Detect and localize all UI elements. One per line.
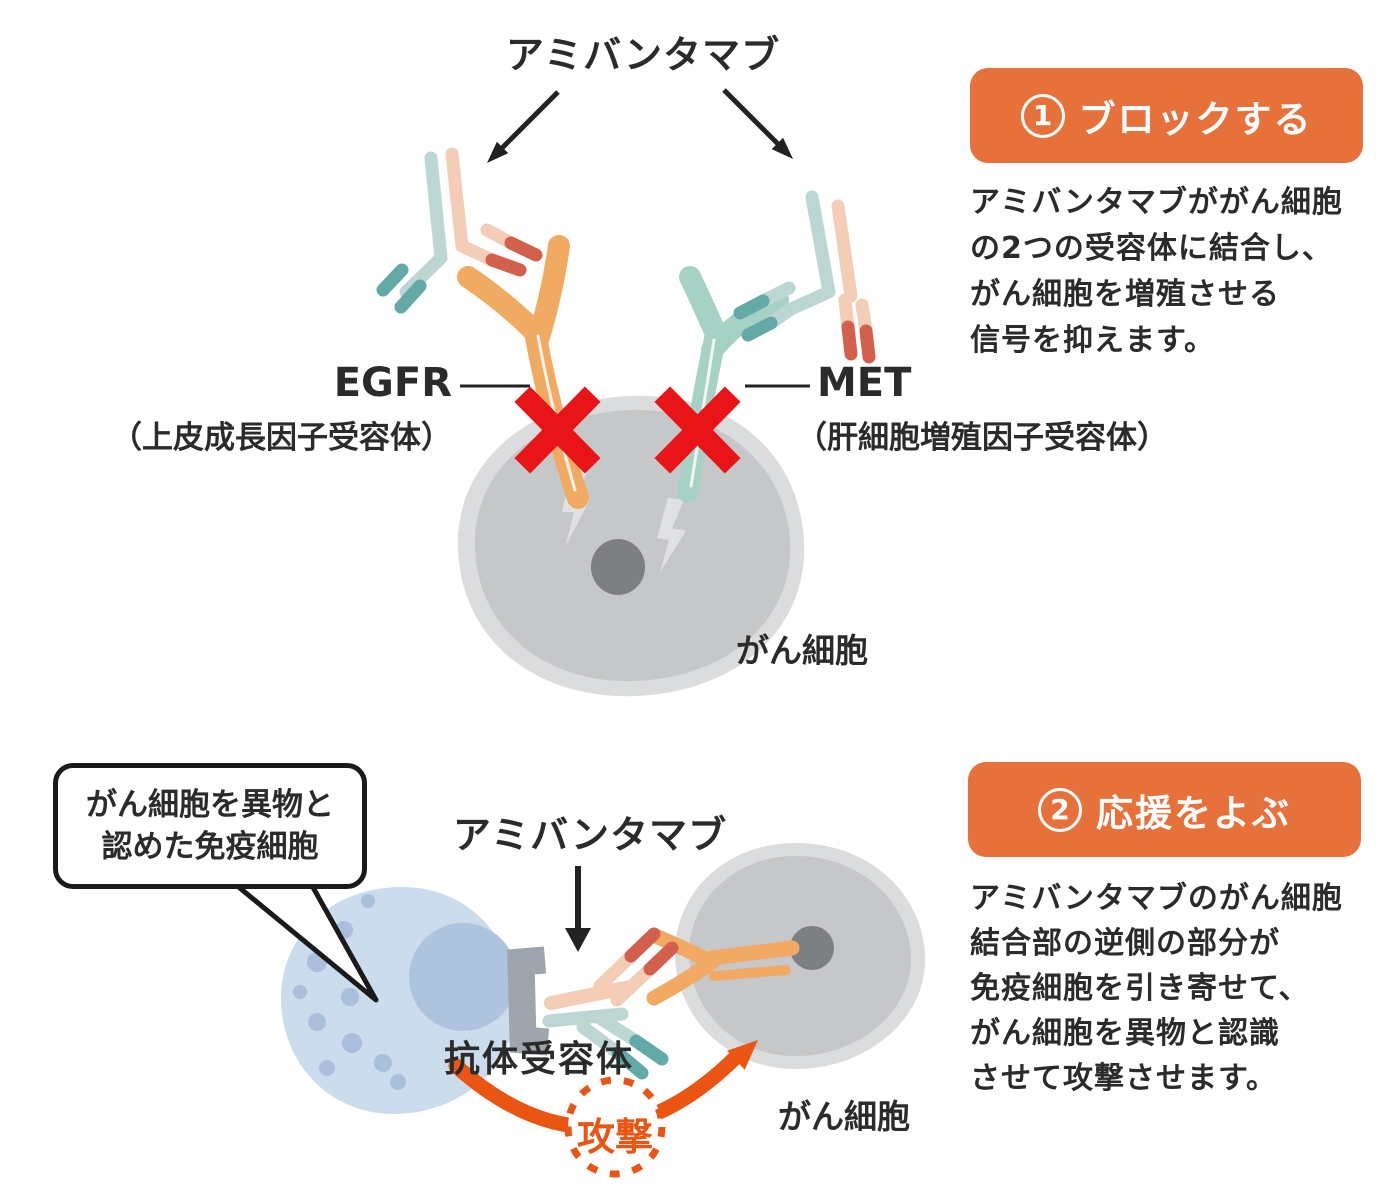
egfr-label: EGFR [333,360,452,406]
step-body-block: アミバンタマブががん細胞 の2つの受容体に結合し、 がん細胞を増殖させる 信号を… [970,185,1343,358]
amivantamab-antibody-bottom [542,927,679,1080]
cancer-cell-label-bottom: がん細胞 [778,1097,910,1136]
egfr-full-label: （上皮成長因子受容体） [111,420,452,456]
step-number-badge: 2 [1038,787,1082,832]
antibody-receptor-label: 抗体受容体 [444,1039,635,1080]
step-number-badge: 1 [1020,93,1065,138]
signal-bolt-right [657,498,686,572]
top-drug-label: アミバンタマブ [505,33,781,77]
cancer-cell-top [457,395,805,697]
cell-nucleus-top [591,539,645,595]
step-box-support: 2 応援をよぶ [968,762,1361,857]
immune-cell-nucleus [409,923,517,1031]
antibody-receptor-clamp [507,946,550,1056]
cancer-cell-label-top: がん細胞 [736,631,868,670]
down-arrow-icon [565,866,591,952]
speech-bubble: がん細胞を異物と 認めた免疫細胞 [53,763,367,889]
immune-cell-granules [293,894,406,1090]
attack-label: 攻撃 [576,1115,653,1159]
speech-bubble-text: がん細胞を異物と 認めた免疫細胞 [86,787,334,865]
amivantamab-antibody-right [733,190,876,364]
amivantamab-antibody-left [376,147,543,314]
cancer-cell-bottom [674,842,926,1070]
cell-nucleus-bottom [790,926,834,970]
met-full-label: （肝細胞増殖因子受容体） [796,420,1168,456]
block-x-left-icon [514,386,601,474]
step-title-support: 応援をよぶ [1096,791,1291,835]
arrow-down-left-icon [487,90,560,163]
cancer-receptor-bottom [646,929,800,1006]
met-label: MET [817,360,912,406]
arrow-down-right-icon [722,88,793,159]
attack-dashed-circle [564,1076,666,1178]
bottom-drug-label: アミバンタマブ [452,813,728,857]
block-x-right-icon [654,386,741,474]
step-title-block: ブロックする [1078,97,1313,141]
step-box-block: 1 ブロックする [970,68,1363,163]
step-body-support: アミバンタマブのがん細胞 結合部の逆側の部分が 免疫細胞を引き寄せて、 がん細胞… [970,881,1343,1096]
